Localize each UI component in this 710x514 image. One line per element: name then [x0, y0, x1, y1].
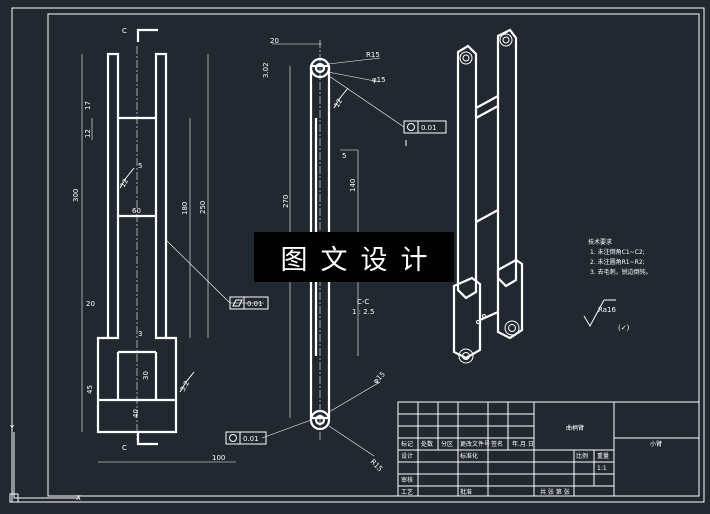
svg-text:R15: R15	[369, 458, 384, 473]
svg-text:1:1: 1:1	[597, 465, 607, 472]
svg-text:180: 180	[181, 202, 189, 215]
svg-text:12: 12	[119, 177, 130, 189]
svg-text:5: 5	[342, 152, 346, 160]
svg-text:20: 20	[270, 37, 279, 45]
svg-text:3.02: 3.02	[262, 62, 270, 78]
technical-notes: 技术要求 1. 未注倒角C1~C2; 2. 未注圆角R1~R2; 3. 去毛刺，…	[583, 238, 652, 332]
svg-text:处数: 处数	[421, 440, 433, 448]
svg-text:共 张 第 张: 共 张 第 张	[540, 488, 570, 496]
svg-text:重量: 重量	[597, 452, 609, 460]
svg-text:5: 5	[138, 162, 142, 170]
svg-text:2. 未注圆角R1~R2;: 2. 未注圆角R1~R2;	[590, 258, 645, 266]
watermark: 图文设计	[254, 232, 454, 282]
drawing-no: 小臂	[650, 440, 662, 448]
svg-text:更改文件号: 更改文件号	[460, 440, 490, 448]
svg-text:0.01: 0.01	[421, 124, 437, 132]
svg-text:φ15: φ15	[372, 370, 387, 385]
svg-text:0.01: 0.01	[243, 435, 259, 443]
outer-border	[11, 7, 705, 503]
left-view: C C 300 17 12 5 60 180 250 20 3 3	[72, 27, 269, 463]
svg-text:300: 300	[72, 189, 80, 202]
circularity-frame-bottom	[225, 431, 267, 445]
svg-text:60: 60	[132, 207, 141, 215]
svg-text:标准化: 标准化	[460, 452, 478, 460]
svg-text:设计: 设计	[401, 452, 413, 460]
flatness-frame	[229, 296, 269, 310]
svg-text:100: 100	[212, 454, 225, 462]
svg-text:工艺: 工艺	[401, 488, 413, 496]
svg-text:批准: 批准	[460, 488, 472, 496]
svg-text:250: 250	[199, 201, 207, 214]
svg-text:比例: 比例	[576, 452, 588, 460]
svg-text:标记: 标记	[401, 440, 413, 448]
svg-text:R15: R15	[366, 51, 380, 59]
svg-text:12: 12	[333, 97, 344, 109]
svg-text:签名: 签名	[491, 440, 503, 448]
svg-text:20: 20	[86, 300, 95, 308]
svg-text:分区: 分区	[441, 440, 453, 448]
svg-text:17: 17	[84, 101, 92, 110]
svg-text:40: 40	[132, 409, 140, 418]
ucs-icon: Y X	[9, 424, 81, 503]
svg-text:3: 3	[138, 330, 142, 338]
section-marker-top: C	[122, 27, 127, 35]
title-block: 标记 处数 分区 更改文件号 签名 年.月.日 设计 标准化 审核 工艺 批准 …	[397, 401, 700, 497]
flatness-value: 0.01	[247, 300, 263, 308]
svg-text:140: 140	[349, 179, 357, 192]
svg-text:3. 去毛刺，锐边倒钝。: 3. 去毛刺，锐边倒钝。	[590, 268, 652, 276]
svg-text:30: 30	[142, 371, 150, 380]
svg-text:审核: 审核	[401, 476, 413, 484]
svg-text:Y: Y	[9, 424, 15, 432]
svg-text:270: 270	[282, 195, 290, 208]
svg-text:C-C: C-C	[357, 298, 369, 306]
svg-text:φ15: φ15	[372, 76, 386, 84]
svg-text:(✓): (✓)	[618, 324, 630, 332]
svg-text:X: X	[76, 494, 81, 502]
svg-text:Ra16: Ra16	[598, 306, 616, 314]
svg-text:45: 45	[86, 385, 94, 394]
part-name: 曲柄臂	[566, 424, 584, 432]
svg-text:1. 未注倒角C1~C2;: 1. 未注倒角C1~C2;	[590, 248, 645, 256]
svg-text:12: 12	[84, 129, 92, 138]
svg-text:1 : 2.5: 1 : 2.5	[352, 308, 374, 316]
circularity-frame-top	[403, 120, 447, 134]
section-marker-bottom: C	[122, 444, 127, 452]
svg-text:年.月.日: 年.月.日	[512, 440, 534, 448]
svg-text:3.2: 3.2	[179, 379, 191, 393]
isometric-view	[452, 28, 524, 364]
svg-text:技术要求: 技术要求	[588, 238, 612, 246]
inner-border	[47, 13, 700, 497]
